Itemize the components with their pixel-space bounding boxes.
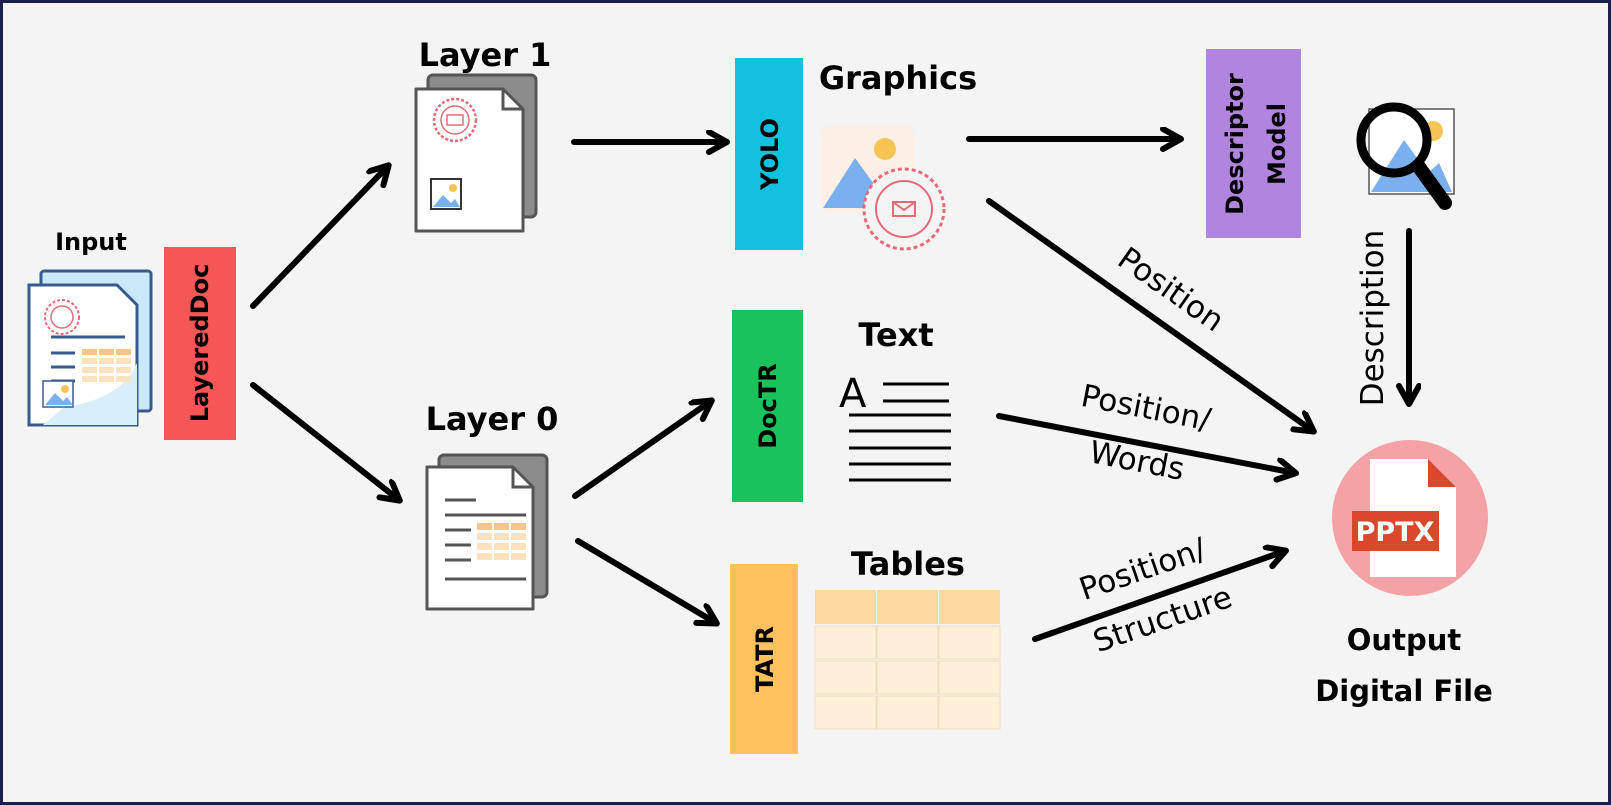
text-lines-icon: A (839, 371, 951, 482)
tatr-box (730, 564, 798, 754)
arrows (250, 139, 1409, 642)
doctr-box (732, 310, 803, 502)
layer1-document-icon (414, 73, 538, 233)
arrow-text-to-output (996, 413, 1295, 473)
edge-label-position-words-line2: Words (1086, 434, 1187, 488)
input-label: Input (55, 228, 127, 256)
text-label: Text (858, 316, 933, 354)
input-document-icon (27, 269, 153, 427)
arrow-layer0-to-doctr (572, 401, 711, 499)
image-icon (42, 380, 74, 408)
output-label-line1: Output (1347, 623, 1462, 657)
edge-label-position-words-line1: Position/ (1078, 378, 1214, 438)
layereddoc-box (164, 247, 236, 440)
output-label-line2: Digital File (1315, 674, 1493, 708)
image-icon (430, 178, 462, 210)
mini-table-icon (82, 349, 131, 382)
stamp-icon (432, 97, 478, 143)
arrow-layer0-to-tatr (575, 538, 716, 623)
layer1-label: Layer 1 (419, 36, 552, 74)
tables-label: Tables (851, 545, 965, 583)
doctr-label: DocTR (754, 363, 782, 449)
graphics-label: Graphics (819, 59, 977, 97)
mini-table-icon (477, 523, 526, 560)
stamp-icon (862, 167, 946, 251)
layer0-label: Layer 0 (426, 400, 559, 438)
arrow-tables-to-output (1032, 551, 1285, 642)
edge-label-position: Position (1111, 240, 1231, 339)
graphics-image-icon (821, 125, 946, 251)
tatr-label: TATR (751, 626, 779, 692)
layereddoc-label: LayeredDoc (186, 264, 214, 423)
table-icon (814, 590, 1001, 730)
descriptor-label-line2: Model (1263, 103, 1291, 185)
pptx-file-icon: PPTX (1332, 440, 1488, 596)
yolo-box (735, 58, 803, 250)
pptx-badge (1352, 511, 1439, 551)
stamp-icon (44, 299, 80, 335)
arrow-graphics-to-output (986, 198, 1313, 431)
arrow-layereddoc-to-layer0 (250, 382, 399, 500)
arrow-layereddoc-to-layer1 (250, 166, 388, 309)
text-glyph: A (839, 371, 867, 417)
magnifier-image-icon (1356, 102, 1455, 210)
layer0-document-icon (425, 453, 549, 611)
magnifier-lens (1356, 102, 1432, 178)
pptx-badge-text: PPTX (1356, 517, 1435, 548)
yolo-label: YOLO (756, 118, 784, 191)
descriptor-model-box (1206, 49, 1301, 238)
edge-label-description: Description (1355, 230, 1391, 407)
descriptor-label-line1: Descriptor (1221, 73, 1249, 215)
